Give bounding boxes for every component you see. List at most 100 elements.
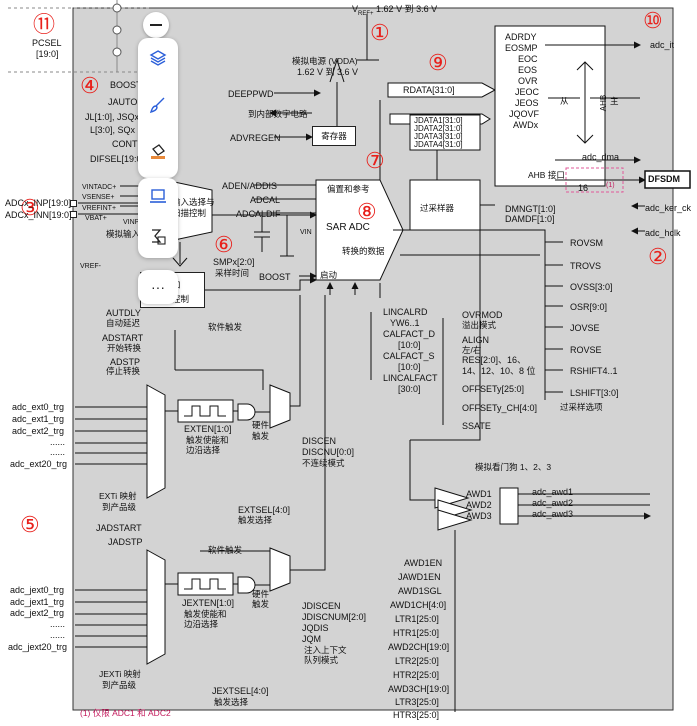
ahb-if-label: AHB 接口 [528, 170, 565, 180]
advregen-label: ADVREGEN [230, 133, 281, 143]
ltr1-label: LTR1[25:0] [395, 614, 439, 624]
awd1sgl-label: AWD1SGL [398, 586, 442, 596]
sw-trigger-2: 软件触发 [208, 545, 243, 555]
inp-pin [70, 200, 77, 207]
offset-ch-label: OFFSETy_CH[4:0] [462, 403, 538, 413]
analog-input-label: 模拟输入 [106, 229, 141, 239]
smp-cn: 采样时间 [215, 268, 250, 278]
paint-bucket-icon[interactable] [141, 137, 175, 167]
adc-awd3-label: adc_awd3 [532, 509, 574, 519]
awd2-label: AWD2 [466, 500, 492, 510]
jhw-trigger-2: 触发 [252, 599, 270, 609]
layers-icon[interactable] [141, 43, 175, 73]
marker-11: ⑪ [33, 12, 56, 37]
jdata3-label: JDATA3[31:0] [414, 132, 463, 141]
vref-minus-label: VREF- [80, 263, 101, 270]
align-label: ALIGN [462, 335, 490, 345]
exti-map-1: EXTi 映射 [99, 491, 137, 501]
jext20-label: adc_jext20_trg [8, 642, 68, 652]
rovse-label: ROVSE [570, 345, 602, 355]
adrdy-label: ADRDY [505, 32, 537, 42]
jeoc-label: JEOC [515, 87, 540, 97]
vbat-label: VBAT+ [85, 215, 107, 222]
marker-4: ④ [80, 73, 100, 98]
marker-2: ② [648, 244, 668, 269]
ltr2-label: LTR2[25:0] [395, 656, 439, 666]
pcsel-label: PCSEL [32, 38, 62, 48]
res-bits-label: 14、12、10、8 位 [462, 366, 536, 376]
difsel-label: DIFSEL[19:0] [90, 154, 145, 164]
exten-cn-1: 触发使能和 [186, 435, 229, 445]
input-select-label-2: 扫描控制 [172, 208, 207, 218]
adstart-label: ADSTART [102, 333, 144, 343]
jext2-label: adc_jext2_trg [10, 608, 65, 618]
trovs-label: TROVS [570, 261, 602, 271]
osr-label: OSR[9:0] [570, 302, 608, 312]
pcsel-bits: [19:0] [36, 49, 59, 59]
sw-trigger-label: 软件触发 [208, 322, 243, 332]
ovr-label: OVR [518, 76, 538, 86]
start-control-2: 控制 [172, 294, 190, 304]
exti-map-2: 到产品级 [102, 502, 137, 512]
l-sqx-label: L[3:0], SQx [90, 125, 136, 135]
jexten-cn-1: 触发使能和 [184, 609, 227, 619]
eoc-label: EOC [518, 54, 538, 64]
marker-3: ③ [20, 195, 40, 220]
deeppwd-label: DEEPPWD [228, 89, 274, 99]
inn-pin [70, 211, 77, 218]
vsense-label: VSENSE+ [82, 194, 115, 201]
calfact-s-label: CALFACT_S [383, 351, 435, 361]
vrefint-label: VREFINT+ [82, 205, 117, 212]
eosmp-label: EOSMP [505, 43, 538, 53]
ext-dots-1: ...... [50, 437, 66, 447]
jext-dots-2: ...... [50, 630, 66, 640]
hw-trigger-2: 触发 [252, 431, 270, 441]
laptop-icon[interactable] [141, 181, 175, 211]
vref-label: VREF+ 1.62 V 到 3.6 V [352, 4, 438, 17]
jexti-map-1: JEXTi 映射 [99, 669, 141, 679]
marker-5: ⑤ [20, 512, 40, 537]
insert-toolbar [138, 178, 178, 258]
jext-dots-1: ...... [50, 619, 66, 629]
exten-label: EXTEN[1:0] [184, 424, 232, 434]
jdiscen-label: JDISCEN [302, 601, 341, 611]
res-label: RES[2:0]、16、 [462, 355, 527, 365]
watchdog-title: 模拟看门狗 1、2、3 [475, 462, 552, 472]
ext20-label: adc_ext20_trg [10, 459, 68, 469]
jadstart-label: JADSTART [96, 523, 142, 533]
input-select-label-1: 输入选择与 [172, 197, 215, 207]
extsel-cn: 触发选择 [238, 515, 273, 525]
ovrmod-cn: 溢出模式 [462, 320, 497, 330]
sigma-doc-icon[interactable] [141, 222, 175, 252]
ovrmod-label: OVRMOD [462, 310, 503, 320]
adc-awd1-label: adc_awd1 [532, 487, 574, 497]
start-label: 启动 [320, 270, 338, 280]
dmngt-label: DMNGT[1:0] [505, 204, 556, 214]
ext2-label: adc_ext2_trg [12, 426, 65, 436]
rovsm-label: ROVSM [570, 238, 604, 248]
ovs-cn: 过采样选项 [560, 402, 603, 412]
discen-label: DISCEN [302, 436, 337, 446]
dfsdm-label: DFSDM [648, 174, 680, 184]
rdata-label: RDATA[31:0] [403, 85, 455, 95]
drawing-toolbar [138, 38, 178, 178]
yw-label: YW6..1 [390, 318, 420, 328]
ltr3-label: LTR3[25:0] [395, 697, 439, 707]
brush-icon[interactable] [141, 90, 175, 120]
more-toolbar: ··· [138, 270, 178, 304]
ext-dots-2: ...... [50, 447, 66, 457]
footnote: (1) 仅限 ADC1 和 ADC2 [80, 708, 171, 718]
more-icon[interactable]: ··· [141, 272, 175, 302]
jqdis-label: JQDIS [302, 623, 329, 633]
eos-label: EOS [518, 65, 538, 75]
boost-label: BOOST [110, 80, 142, 90]
jqm-cn-2: 队列模式 [304, 655, 339, 665]
jexti-map-2: 到产品级 [102, 680, 137, 690]
jawd1en-label: JAWD1EN [398, 572, 441, 582]
adc-dma-label: adc_dma [582, 152, 620, 162]
marker-7: ⑦ [365, 148, 385, 173]
marker-8: ⑧ [357, 199, 377, 224]
adcaldif-label: ADCALDIF [236, 209, 281, 219]
minus-icon[interactable] [143, 12, 169, 38]
discnu-label: DISCNU[0:0] [302, 447, 355, 457]
